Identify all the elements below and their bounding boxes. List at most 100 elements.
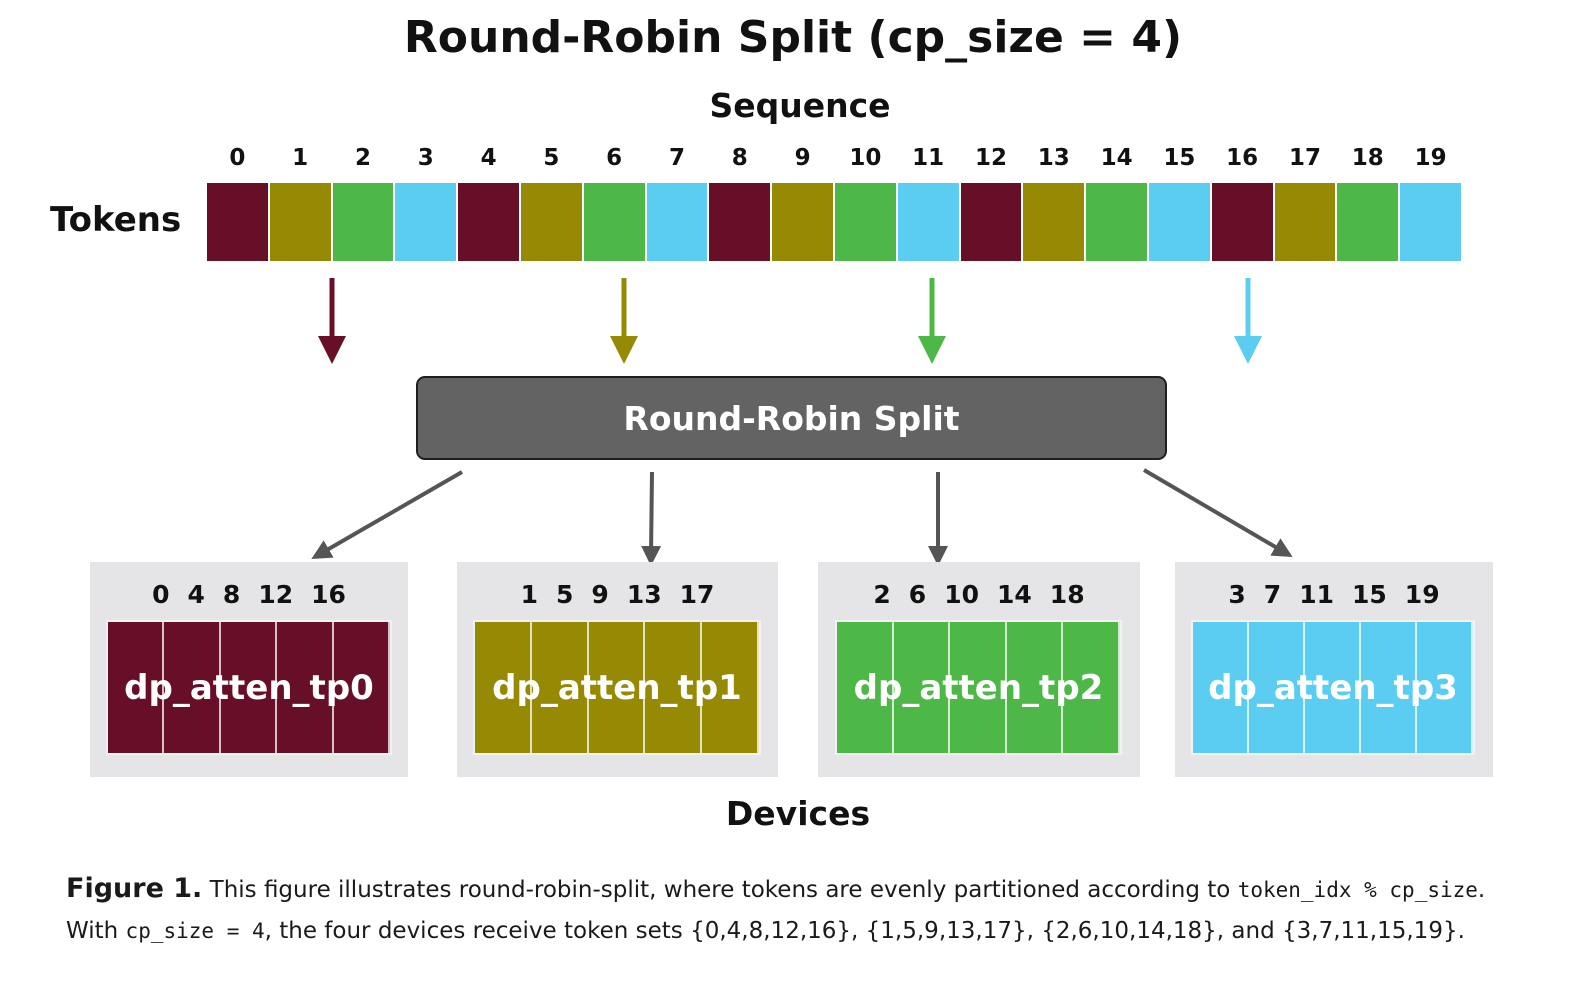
device-token-index: 17: [679, 580, 715, 609]
token-index-label: 19: [1414, 145, 1447, 171]
round-robin-split-box: Round-Robin Split: [416, 376, 1167, 460]
token-cell-7: [646, 183, 708, 261]
token-index-label: 1: [292, 145, 309, 171]
token-cell-10: [835, 183, 896, 261]
device-token-slot: [164, 622, 221, 753]
device-name: dp_atten_tp2: [853, 667, 1104, 708]
device-token-slot: [1193, 622, 1249, 753]
token-index-label: 3: [417, 145, 434, 171]
token-index-label: 0: [229, 145, 246, 171]
device-token-slot: [950, 622, 1007, 753]
input-arrow-head-0: [318, 336, 346, 364]
device-token-slot: [1249, 622, 1305, 753]
token-cell-3: [395, 183, 457, 261]
caption-line1-text: This figure illustrates round-robin-spli…: [202, 877, 1238, 903]
device-token-index: 6: [908, 580, 927, 609]
device-token-index: 0: [152, 580, 170, 609]
token-cell-9: [772, 183, 833, 261]
device-token-slot: [277, 622, 334, 753]
caption-line1-code: token_idx % cp_size: [1237, 878, 1478, 902]
token-index-label: 15: [1163, 145, 1196, 171]
device-token-block: dp_atten_tp3: [1191, 620, 1475, 755]
split-box-label: Round-Robin Split: [623, 398, 960, 438]
token-index-label: 11: [912, 145, 945, 171]
device-token-index: 11: [1299, 580, 1334, 609]
device-token-slot: [837, 622, 894, 753]
caption-line2-code: cp_size = 4: [125, 919, 265, 943]
token-cell-5: [521, 183, 582, 261]
device-token-block: dp_atten_tp2: [835, 620, 1122, 755]
token-index-label: 7: [668, 145, 685, 171]
token-cell-6: [583, 183, 645, 261]
output-arrow-0: [311, 470, 464, 560]
device-token-slot: [1361, 622, 1417, 753]
device-token-slot: [532, 622, 589, 753]
device-token-index: 19: [1404, 580, 1440, 609]
device-token-index: 18: [1049, 580, 1085, 609]
device-name: dp_atten_tp3: [1208, 667, 1458, 708]
token-cell-14: [1086, 183, 1147, 261]
token-cell-2: [332, 183, 394, 261]
caption-line2-start: With: [66, 918, 126, 944]
token-cell-17: [1274, 183, 1336, 261]
device-token-index: 14: [997, 580, 1032, 609]
token-index-label: 2: [354, 145, 371, 171]
output-arrow-3: [1142, 468, 1293, 558]
token-index-label: 12: [974, 145, 1007, 171]
input-arrow-head-2: [918, 336, 946, 364]
token-cell-16: [1211, 183, 1273, 261]
device-token-index: 7: [1263, 580, 1282, 609]
device-token-slot: [702, 622, 759, 753]
token-cell-12: [960, 183, 1022, 261]
device-token-slot: [1417, 622, 1473, 753]
token-cell-18: [1337, 183, 1399, 261]
token-index-label: 10: [849, 145, 882, 171]
token-index-label: 17: [1288, 145, 1321, 171]
device-token-slot: [221, 622, 278, 753]
device-token-index: 4: [187, 580, 205, 609]
device-token-index: 13: [626, 580, 662, 609]
device-token-slot: [645, 622, 703, 753]
device-token-block: dp_atten_tp1: [473, 620, 761, 755]
device-name: dp_atten_tp1: [492, 667, 742, 708]
device-token-index: 8: [222, 580, 241, 609]
device-token-index: 1: [520, 580, 538, 609]
device-token-index: 15: [1352, 580, 1387, 609]
input-arrow-head-3: [1234, 336, 1262, 364]
device-token-slot: [894, 622, 951, 753]
token-cell-8: [709, 183, 771, 261]
token-cell-11: [897, 183, 959, 261]
token-index-label: 8: [731, 145, 748, 171]
token-index-label: 9: [794, 145, 811, 171]
device-token-block: dp_atten_tp0: [106, 620, 392, 755]
device-token-index: 5: [556, 580, 574, 609]
token-index-label: 18: [1351, 145, 1384, 171]
tokens-label: Tokens: [50, 200, 182, 240]
token-index-label: 13: [1037, 145, 1070, 171]
device-token-slot: [1007, 622, 1064, 753]
token-index-label: 6: [606, 145, 623, 171]
device-token-slot: [1305, 622, 1361, 753]
token-cell-1: [269, 183, 331, 261]
token-index-label: 5: [543, 145, 560, 171]
device-token-index: 2: [873, 580, 891, 609]
figure-caption: Figure 1. This figure illustrates round-…: [66, 868, 1546, 952]
token-cell-0: [207, 183, 268, 261]
output-arrow-1: [641, 471, 662, 566]
token-cell-13: [1023, 183, 1085, 261]
token-cell-19: [1400, 183, 1461, 261]
device-token-slot: [334, 622, 391, 753]
figure-label: Figure 1.: [66, 873, 203, 904]
diagram-title: Round-Robin Split (cp_size = 4): [403, 12, 1183, 63]
device-token-index: 3: [1228, 580, 1246, 609]
device-name: dp_atten_tp0: [124, 667, 374, 708]
token-index-label: 14: [1100, 145, 1133, 171]
device-token-index: 16: [311, 580, 346, 609]
